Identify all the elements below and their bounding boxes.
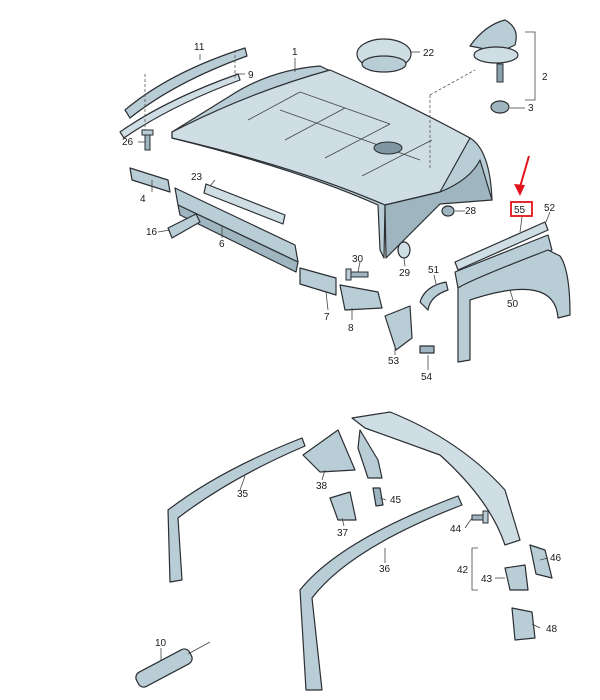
callout-22: 22 (423, 48, 435, 59)
cap-22-part (356, 38, 412, 73)
callout-55: 55 (514, 205, 526, 216)
callout-11: 11 (194, 42, 205, 53)
a-pillar-35-part (167, 437, 306, 583)
front-roof-rail-part (119, 47, 248, 139)
callout-30: 30 (352, 254, 364, 265)
highlight-arrow (519, 155, 530, 188)
callout-50: 50 (507, 299, 519, 310)
callout-9: 9 (248, 70, 254, 81)
highlight-arrow-head (514, 184, 525, 196)
bracket-38-part (302, 429, 356, 473)
highlight-box-55 (510, 201, 533, 217)
callout-37: 37 (337, 528, 349, 539)
callout-44: 44 (450, 524, 462, 535)
callout-38: 38 (316, 481, 328, 492)
callout-29: 29 (399, 268, 411, 279)
callout-10: 10 (155, 638, 167, 649)
leader-lines (138, 51, 551, 660)
clip-54-part (419, 345, 435, 354)
corner-53-part (384, 305, 413, 351)
highlight-55: 55 (510, 155, 533, 217)
callout-45: 45 (390, 495, 402, 506)
callout-7: 7 (324, 312, 330, 323)
bracket-43-part (504, 564, 529, 591)
rear-frame-part (454, 221, 571, 363)
callout-6: 6 (219, 239, 225, 250)
bolt-44-part (471, 510, 489, 524)
callout-52: 52 (544, 203, 556, 214)
callout-42-bracket (471, 547, 478, 591)
callout-4: 4 (140, 194, 146, 205)
b-pillar-36-part (299, 411, 521, 691)
callout-46: 46 (550, 553, 562, 564)
callout-28: 28 (465, 206, 477, 217)
bracket-37-part (329, 491, 357, 521)
roof-panel-part (171, 65, 493, 259)
callout-16: 16 (146, 227, 158, 238)
callout-54: 54 (421, 372, 433, 383)
strip-23-part (203, 183, 286, 225)
callout-23: 23 (191, 172, 203, 183)
callout-36: 36 (379, 564, 391, 575)
callout-2: 2 (542, 72, 548, 83)
callout-1: 1 (292, 47, 298, 58)
callout-8: 8 (348, 323, 354, 334)
bracket-7-part (299, 267, 337, 296)
bolt-30-part (345, 268, 369, 281)
bracket-51-part (419, 281, 449, 311)
clip-45-part (372, 487, 384, 507)
bracket-8-part (339, 284, 383, 311)
bolt-26-part (141, 129, 154, 151)
antenna-base-part (429, 19, 536, 170)
bracket-4-part (129, 167, 171, 193)
callout-43: 43 (481, 574, 493, 585)
side-rail-6-part (174, 187, 299, 273)
canister-10-part (135, 641, 211, 688)
callout-53: 53 (388, 356, 400, 367)
callout-labels: 1 11 9 22 2 3 26 4 23 6 16 7 8 30 29 28 … (122, 42, 562, 649)
callout-3: 3 (528, 103, 534, 114)
callout-48: 48 (546, 624, 558, 635)
clip-29-part (397, 241, 411, 259)
callout-42: 42 (457, 565, 469, 576)
bracket-48-part (511, 607, 536, 641)
bracket-46-part (529, 544, 553, 579)
callout-35: 35 (237, 489, 249, 500)
bracket-16-part (167, 213, 201, 239)
callout-51: 51 (428, 265, 440, 276)
clip-28-part (441, 205, 455, 217)
callout-26: 26 (122, 137, 134, 148)
